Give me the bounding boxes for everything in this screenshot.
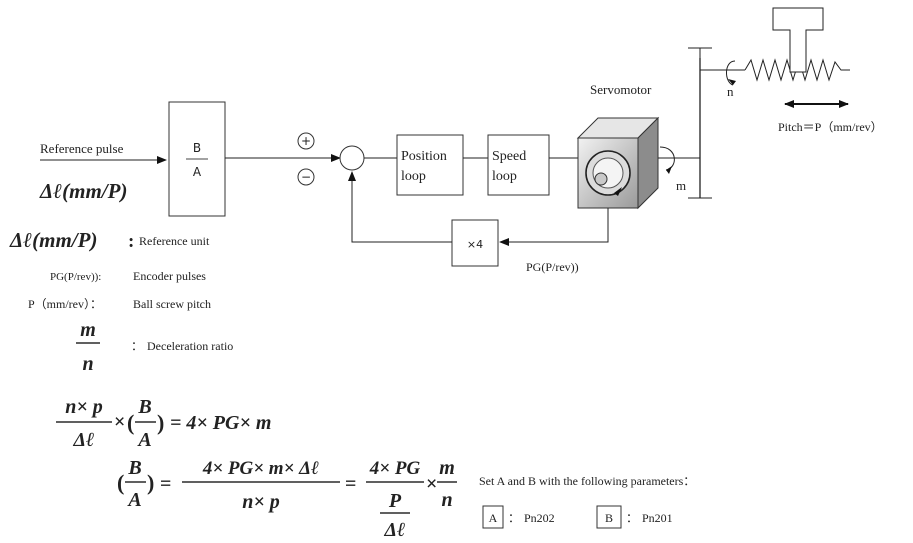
speed-loop-block [487,134,550,196]
plus-sign-circle [297,132,315,150]
legend-ref-unit-symbol: Δℓ(mm/P) [9,228,97,252]
multiplier-x4-block [451,219,499,267]
eq1-lhs-numerator: n× p [65,396,103,418]
legend-ref-unit-desc: Reference unit [139,234,210,248]
gear-box-numerator: B [193,141,201,155]
speed-loop-label-2: loop [492,169,517,184]
param-b-value: Pn201 [642,511,673,525]
gear-n-label: n [727,84,734,99]
encoder-feedback-wire [499,208,609,246]
summing-junction [339,145,365,171]
eq2-f2-inner-numerator: P [388,490,402,512]
eq1-frac-numerator: B [137,396,151,418]
servomotor-label: Servomotor [590,82,652,97]
eq2-f3-numerator: m [439,457,455,479]
pitch-label: Pitch＝P（mm/rev） [778,120,883,134]
eq2-times: × [426,473,437,495]
position-loop-label-2: loop [401,169,426,184]
eq2-f2-numerator: 4× PG [369,458,421,479]
eq2-f2-inner-denominator: Δℓ [383,519,405,541]
param-a-box-label: A [489,511,498,525]
param-a-separator: ： [508,511,520,525]
param-b-separator: ： [626,511,638,525]
legend-encoder-desc: Encoder pulses [133,269,206,283]
feedback-pg-label: PG(P/rev)) [526,260,579,274]
gear-box-denominator: A [193,165,202,179]
eq2-paren-close: ) [147,470,154,495]
parameters-intro: Set A and B with the following parameter… [479,474,695,488]
legend-ratio-denominator: n [82,353,93,375]
equation-2: ( B A ) = 4× PG× m× Δℓ n× p = 4× PG P Δℓ… [117,457,457,541]
legend-ref-unit-colon: : [128,231,134,252]
screw-rotation-arrow [726,60,736,86]
legend-pitch-symbol: P（mm/rev）： [28,297,102,311]
eq2-equals-2: = [345,473,356,495]
input-unit-symbol: Δℓ(mm/P) [39,179,127,203]
eq2-equals-1: = [160,473,171,495]
eq1-paren-open: ( [127,410,134,435]
equation-1: n× p Δℓ × ( B A ) = 4× PG× m [56,396,271,451]
servomotor-icon [576,116,660,210]
eq1-lhs-denominator: Δℓ [72,429,94,451]
legend-ratio-desc: Deceleration ratio [147,339,233,353]
minus-sign-circle [297,168,315,186]
load-table-icon [772,7,824,73]
speed-loop-label-1: Speed [492,149,526,164]
eq1-times: × [114,411,125,433]
legend-ratio-colon: ： [131,339,143,353]
legend-pitch-desc: Ball screw pitch [133,297,211,311]
eq2-frac-numerator: B [127,457,141,479]
param-b-box [596,505,622,529]
param-b-box-label: B [605,511,613,525]
multiplier-label: ×4 [467,238,483,251]
eq1-paren-close: ) [157,410,164,435]
reference-pulse-label: Reference pulse [40,141,124,156]
eq2-f1-numerator: 4× PG× m× Δℓ [202,458,319,479]
eq1-rhs: = 4× PG× m [170,412,271,434]
feedback-to-sum-wire [348,171,452,243]
gear-m-label: m [676,178,686,193]
param-a-value: Pn202 [524,511,555,525]
minus-sign: − [301,170,311,184]
legend-encoder-symbol: PG(P/rev)): [50,271,101,283]
eq2-f1-denominator: n× p [242,491,280,513]
param-a-box [482,505,504,529]
plus-sign: + [301,134,311,148]
legend-ratio-numerator: m [80,319,96,341]
eq1-frac-denominator: A [136,429,151,451]
position-loop-block [396,134,464,196]
eq2-paren-open: ( [117,470,124,495]
position-loop-label-1: Position [401,149,447,164]
eq2-f3-denominator: n [441,489,452,511]
eq2-frac-denominator: A [126,489,141,511]
